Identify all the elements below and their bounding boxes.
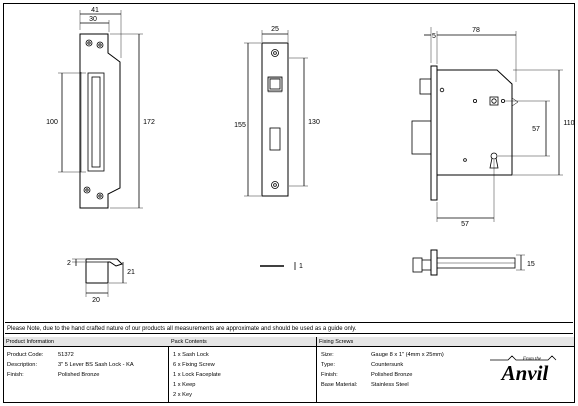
technical-drawing: 41 30 100 172 25 155 130 78 5 110 57 57 …	[46, 7, 575, 304]
dim-faceplate-155: 155	[234, 122, 246, 129]
pack-item: 6 x Fixing Screw	[173, 362, 215, 368]
dim-body-78: 78	[472, 27, 480, 34]
pack-contents-heading: Pack Contents	[169, 337, 316, 347]
pack-contents-section	[169, 337, 317, 403]
dim-body-110: 110	[563, 120, 574, 127]
dim-body-5: 5	[432, 33, 436, 40]
screw-finish-value: Polished Bronze	[371, 372, 413, 378]
logo-small-text: From the	[522, 357, 542, 362]
dim-faceplate-130: 130	[308, 119, 320, 126]
finish-value: Polished Bronze	[58, 372, 100, 378]
dim-keep-100: 100	[46, 119, 58, 126]
description-label: Description:	[7, 362, 38, 368]
base-material-label: Base Material:	[321, 382, 358, 388]
product-code-label: Product Code:	[7, 352, 44, 358]
pack-item: 1 x Keep	[173, 382, 196, 388]
dim-keep-30: 30	[89, 16, 97, 23]
screw-type-label: Type:	[321, 362, 335, 368]
dim-keep-side-2: 2	[67, 260, 71, 267]
dim-faceplate-25: 25	[271, 26, 279, 33]
lock-body-side-view	[412, 249, 516, 276]
dim-keep-41: 41	[91, 7, 99, 14]
finish-label: Finish:	[7, 372, 24, 378]
product-information-heading: Product Information	[4, 337, 169, 347]
keep-side-view	[85, 258, 123, 284]
dim-screw-1: 1	[299, 263, 303, 270]
faceplate-view	[261, 42, 289, 197]
dim-body-57-horizontal: 57	[461, 221, 469, 228]
dim-body-side-15: 15	[527, 261, 535, 268]
pack-item: 1 x Sash Lock	[173, 352, 209, 358]
description-value: 3" 5 Lever BS Sash Lock - KA	[58, 362, 134, 368]
screw-size-label: Size:	[321, 352, 334, 358]
pack-item: 1 x Lock Faceplate	[173, 372, 221, 378]
anvil-logo: From the Anvil	[490, 355, 557, 385]
dim-body-57-vertical: 57	[532, 126, 540, 133]
product-information-section	[3, 337, 169, 403]
screw-finish-label: Finish:	[321, 372, 338, 378]
dim-keep-172: 172	[143, 119, 155, 126]
screw-type-value: Countersunk	[371, 362, 404, 368]
sheet-border	[3, 3, 575, 403]
fixing-screws-heading: Fixing Screws	[317, 337, 574, 347]
measurement-disclaimer: Please Note, due to the hand crafted nat…	[5, 322, 573, 334]
lock-body-view	[411, 65, 519, 201]
logo-brand-text: Anvil	[500, 361, 549, 385]
screw-size-value: Gauge 8 x 1" (4mm x 25mm)	[371, 352, 444, 358]
product-code-value: 51372	[58, 352, 74, 358]
base-material-value: Stainless Steel	[371, 382, 409, 388]
pack-item: 2 x Key	[173, 392, 192, 398]
dim-keep-side-21: 21	[127, 269, 135, 276]
dim-keep-side-20: 20	[92, 297, 100, 304]
keep-front-view	[79, 33, 121, 209]
dimension-labels: 41 30 100 172 25 155 130 78 5 110 57 57 …	[46, 7, 575, 304]
